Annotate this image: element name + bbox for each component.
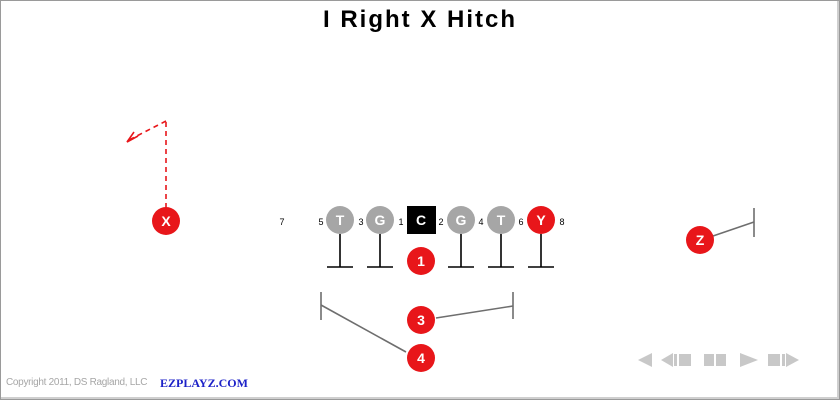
center: C (407, 206, 436, 234)
svg-text:G: G (375, 212, 386, 228)
gap-2: 2 (438, 217, 443, 227)
gap-5: 5 (318, 217, 323, 227)
brand-link[interactable]: EZPLAYZ.COM (160, 376, 248, 390)
gap-7: 7 (279, 217, 284, 227)
gap-1: 1 (398, 217, 403, 227)
flanker-z: Z (686, 226, 714, 254)
svg-text:T: T (336, 212, 345, 228)
step-back-icon[interactable] (661, 353, 691, 367)
svg-text:Z: Z (696, 232, 705, 248)
svg-text:3: 3 (417, 312, 425, 328)
pause-icon[interactable] (704, 354, 726, 366)
back-3: 3 (407, 306, 435, 334)
split-end-x: X (152, 207, 180, 235)
gap-8: 8 (559, 217, 564, 227)
right-guard: G (447, 206, 475, 234)
copyright-text: Copyright 2011, DS Ragland, LLC (6, 377, 148, 388)
svg-text:4: 4 (417, 350, 425, 366)
svg-text:C: C (416, 212, 426, 228)
line-blocks (327, 234, 554, 268)
svg-text:X: X (161, 213, 171, 229)
svg-text:G: G (456, 212, 467, 228)
back-3-route (435, 292, 514, 319)
gap-6: 6 (518, 217, 523, 227)
gap-3: 3 (358, 217, 363, 227)
back-4: 4 (407, 344, 435, 372)
left-guard: G (366, 206, 394, 234)
svg-text:T: T (497, 212, 506, 228)
x-route (126, 120, 167, 208)
play-title: I Right X Hitch (323, 6, 517, 33)
tight-end-y: Y (527, 206, 555, 234)
back-4-route (320, 292, 407, 353)
svg-text:Y: Y (536, 212, 546, 228)
gap-numbers: 7 5 3 1 2 4 6 8 (279, 217, 564, 227)
back-1: 1 (407, 247, 435, 275)
rewind-icon[interactable] (638, 353, 652, 367)
step-forward-icon[interactable] (768, 353, 799, 367)
left-tackle: T (326, 206, 354, 234)
play-icon[interactable] (740, 353, 758, 367)
gap-4: 4 (478, 217, 483, 227)
right-tackle: T (487, 206, 515, 234)
z-route (712, 208, 755, 237)
svg-text:1: 1 (417, 253, 425, 269)
